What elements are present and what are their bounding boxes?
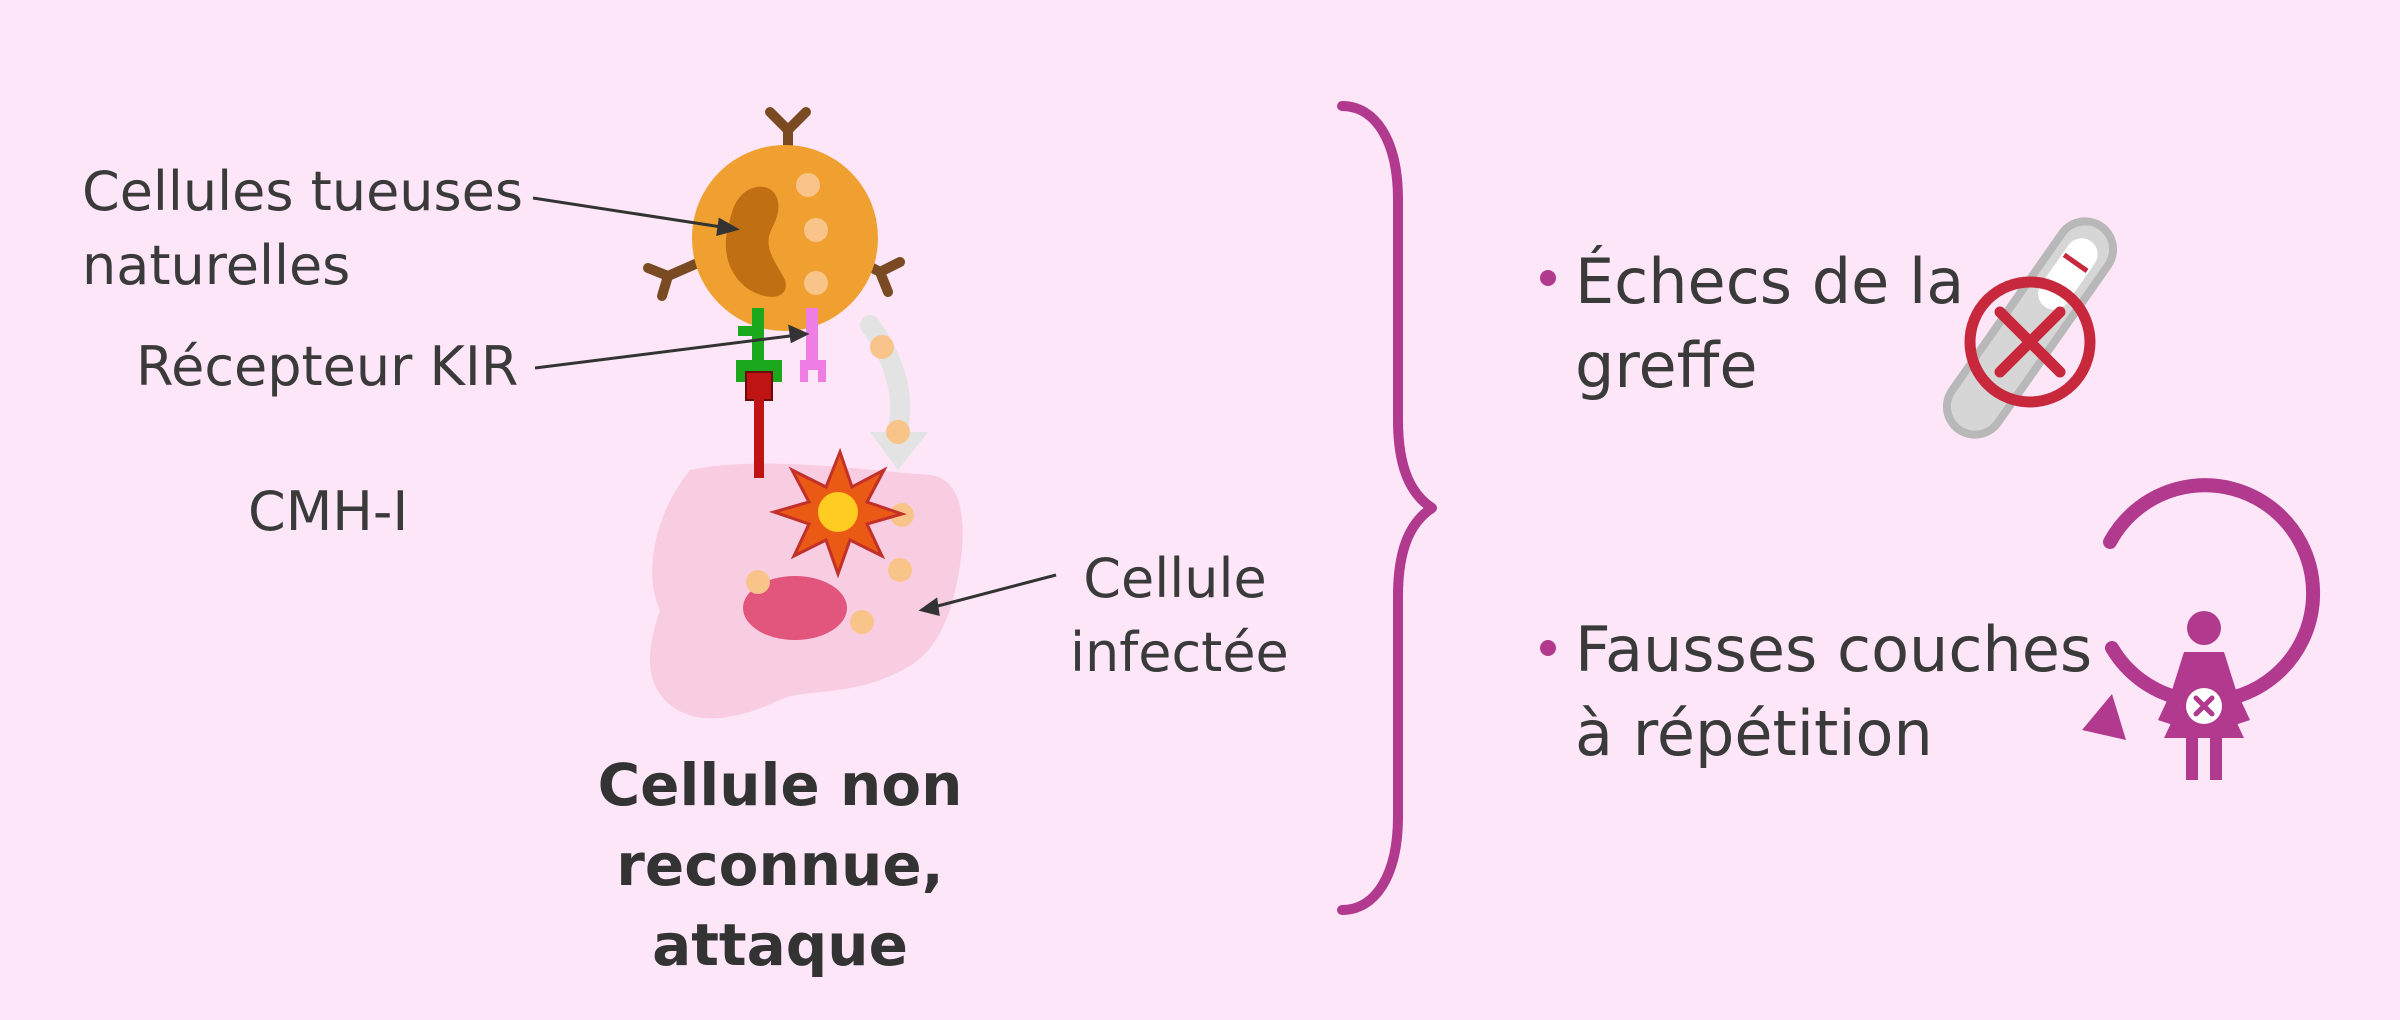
granule: [888, 558, 912, 582]
outcome-line1: Échecs de la: [1575, 245, 1965, 318]
bullet-dot: [1540, 640, 1556, 656]
nk-cell-nucleus: [725, 186, 786, 297]
nk-cells-label-line2: naturelles: [82, 234, 351, 297]
bullet-dot: [1540, 270, 1556, 286]
green-receptor: [736, 308, 782, 382]
granule: [804, 218, 828, 242]
granule: [850, 610, 874, 634]
outcome-line1: Fausses couches: [1575, 613, 2093, 686]
pregnant-woman-cycle-icon: [2082, 478, 2321, 780]
infected-cell-label-line2: infectée: [1070, 621, 1289, 684]
nk-receptor-left: [643, 257, 705, 301]
granule: [804, 271, 828, 295]
nk-cell: [692, 145, 878, 331]
outcome-line2: greffe: [1575, 329, 1758, 402]
infected-pointer-head: [918, 597, 940, 616]
infected-cell-nucleus: [743, 576, 847, 640]
kir-receptor-label: Récepteur KIR: [136, 335, 519, 398]
attack-burst-core: [818, 492, 858, 532]
nk-pointer-head: [716, 217, 740, 237]
cmh-label: CMH-I: [248, 480, 409, 543]
release-arrow-head: [870, 432, 928, 470]
mhc-molecule: [745, 371, 773, 478]
outcome-recurrent-miscarriage: Fausses couches à répétition: [1575, 608, 2092, 776]
kir-receptor: [800, 308, 826, 382]
grouping-brace: [1337, 101, 1437, 915]
infected-cell-label: Cellule infectée: [1070, 542, 1289, 690]
kir-pointer-head: [788, 324, 810, 344]
granule: [870, 335, 894, 359]
nk-cells-label: Cellules tueuses naturelles: [82, 155, 523, 303]
granule: [886, 420, 910, 444]
infected-pointer: [929, 573, 1057, 610]
nk-cells-label-line1: Cellules tueuses: [82, 160, 524, 223]
outcome-line2: à répétition: [1575, 697, 1933, 770]
caption-line2: attaque: [652, 911, 908, 979]
diagram-caption: Cellule non reconnue, attaque: [430, 745, 1130, 985]
outcome-implantation-failure: Échecs de la greffe: [1575, 240, 1964, 408]
kir-pointer: [534, 333, 799, 370]
granule: [746, 570, 770, 594]
caption-line1: Cellule non reconnue,: [597, 751, 963, 899]
infected-cell-label-line1: Cellule: [1083, 547, 1267, 610]
pregnancy-test-crossed-icon: [1942, 217, 2118, 439]
nk-pointer: [532, 196, 729, 230]
granule: [796, 173, 820, 197]
